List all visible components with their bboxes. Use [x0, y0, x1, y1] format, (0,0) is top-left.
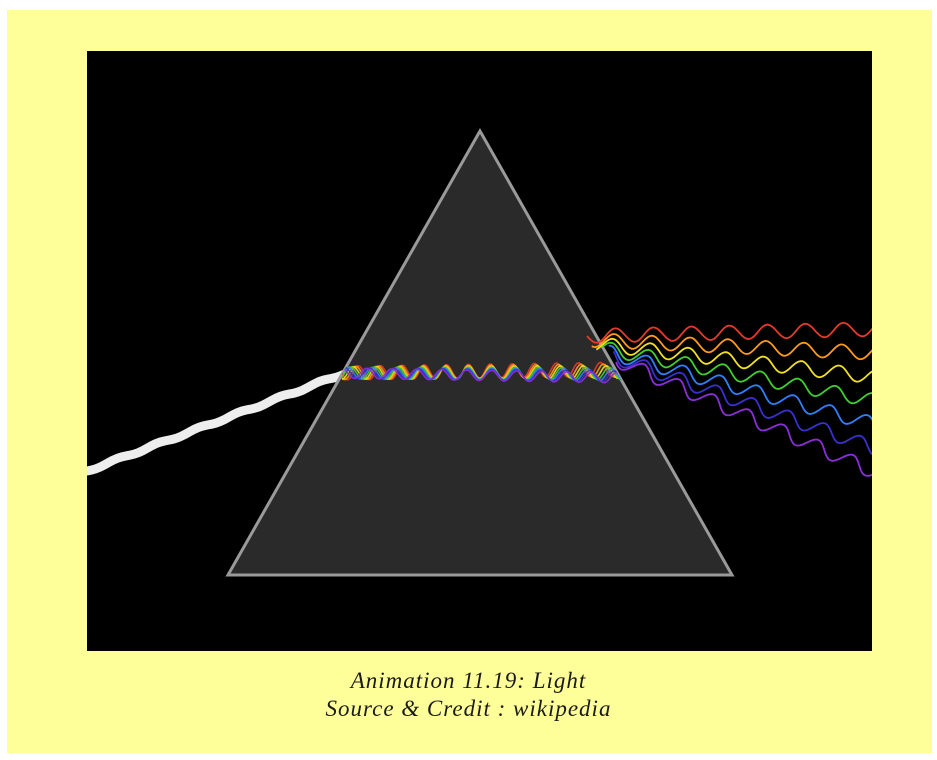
glass-prism — [225, 127, 735, 577]
spectrum-wave-red — [586, 321, 872, 344]
spectrum-wave-violet — [615, 361, 872, 477]
spectrum-wave-indigo — [612, 350, 872, 456]
inside-wave-violet — [341, 367, 628, 384]
spectrum-wave-blue — [608, 344, 872, 425]
caption-credit: Source & Credit : wikipedia — [325, 696, 612, 721]
prism-animation — [87, 51, 872, 651]
white-light-beam — [87, 369, 350, 476]
spectrum-wave-green — [601, 341, 872, 405]
figure-caption: Animation 11.19: Light Source & Credit :… — [0, 667, 937, 723]
prism-diagram — [87, 127, 872, 577]
spectrum-wave-yellow — [595, 337, 872, 383]
spectrum-wave-orange — [591, 333, 872, 361]
caption-title: Animation 11.19: Light — [350, 668, 587, 693]
refracted-light-inside-prism — [341, 361, 628, 384]
dispersed-spectrum — [586, 321, 872, 477]
